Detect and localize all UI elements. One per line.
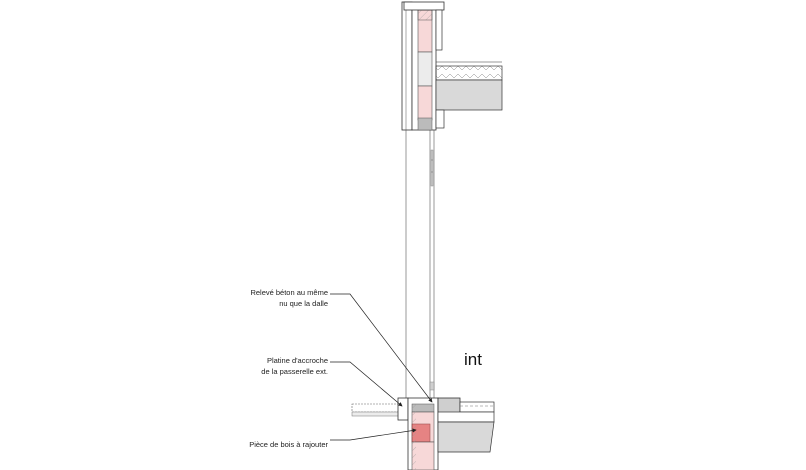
- glazing-panel: [405, 130, 435, 400]
- annotation-releve-line1: Relevé béton au même: [250, 288, 328, 297]
- leader-lines: [330, 293, 433, 441]
- lower-wall-assembly: [351, 397, 495, 470]
- annotation-releve-line2: nu que la dalle: [279, 299, 328, 308]
- annotation-platine-line2: de la passerelle ext.: [261, 367, 328, 376]
- annotation-piece-bois: Pièce de bois à rajouter: [249, 439, 328, 450]
- annotation-releve-beton: Relevé béton au même nu que la dalle: [250, 287, 328, 309]
- interior-label: int: [464, 350, 482, 369]
- annotation-platine-accroche: Platine d'accroche de la passerelle ext.: [261, 355, 328, 377]
- annotation-platine-line1: Platine d'accroche: [266, 356, 328, 365]
- upper-wall-assembly: [401, 1, 503, 131]
- annotation-piece-bois-text: Pièce de bois à rajouter: [249, 440, 328, 449]
